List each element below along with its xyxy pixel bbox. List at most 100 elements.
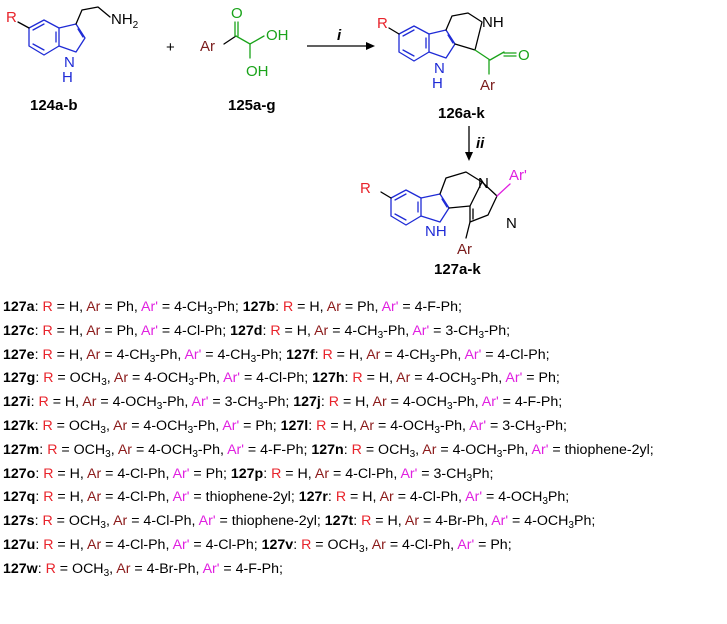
compound-id: 127u (3, 536, 36, 553)
substituent-text: = 4-OCH (436, 441, 497, 458)
substituent-text: = OCH (57, 441, 106, 458)
substituent-text: = H, (293, 299, 327, 315)
ar-symbol: Ar (366, 346, 381, 363)
r-symbol: R (43, 536, 54, 553)
substituent-text: : (308, 417, 317, 434)
r-symbol: R (316, 417, 327, 434)
indole-nh-label-127: NH (425, 223, 447, 240)
subscript: 3 (542, 496, 548, 508)
indole-h-label-124: H (62, 69, 73, 86)
substituent-text: = 4-Br-Ph, (130, 560, 203, 577)
substituent-text: = 4-F-Ph; (498, 394, 563, 411)
substituent-text: , (415, 441, 423, 458)
substituent-text: -Ph, (476, 370, 506, 387)
ar-symbol: Ar (87, 489, 102, 506)
subscript: 3 (250, 353, 257, 365)
compound-id: 127a (3, 299, 35, 315)
substituent-text: : (275, 299, 283, 315)
reaction-arrow-ii (465, 126, 473, 161)
ar-prime-symbol: Ar' (191, 394, 209, 411)
substituent-text: = 4-OCH (386, 394, 448, 411)
r-symbol: R (42, 299, 53, 315)
subscript: 3 (188, 377, 194, 389)
substituent-text: = OCH (311, 536, 360, 553)
substituent-text: = OCH (52, 513, 101, 530)
substituent-text: = H, (52, 322, 87, 339)
r-symbol: R (42, 322, 53, 339)
substituent-row: 127k: R = OCH3, Ar = 4-OCH3-Ph, Ar' = Ph… (3, 415, 725, 439)
r-symbol: R (43, 465, 54, 482)
ar-prime-symbol: Ar' (491, 513, 509, 530)
substituent-text: -Ph, (439, 417, 470, 434)
substituent-text: -Ph, (162, 394, 192, 411)
r-label-127: R (360, 180, 371, 197)
substituent-text: : (35, 536, 44, 553)
substituent-text: -Ph; (212, 299, 243, 315)
ar-prime-symbol: Ar' (531, 441, 549, 458)
ar-prime-symbol: Ar' (202, 560, 220, 577)
substituent-text: = 4-Cl-Ph; (189, 536, 262, 553)
substituent-text: = thiophene-2yl; (215, 513, 325, 530)
substituent-text: = 4-Cl-Ph, (101, 465, 173, 482)
ar-symbol: Ar (314, 465, 330, 482)
r-symbol: R (42, 346, 53, 363)
ar-prime-symbol: Ar' (464, 346, 482, 363)
substituent-text: = Ph; (474, 536, 512, 553)
substituent-text: : (344, 370, 353, 387)
r-symbol: R (282, 299, 294, 315)
substituent-text: = H, (52, 299, 87, 315)
compound-id: 127j (293, 394, 321, 411)
ar-prime-symbol: Ar' (172, 465, 190, 482)
substituent-text: = Ph; (239, 417, 281, 434)
subscript: 3 (568, 520, 574, 532)
substituent-text: : (320, 394, 329, 411)
substituent-text: -Ph; (263, 394, 294, 411)
subscript: 3 (535, 424, 541, 436)
substituent-row: 127a: R = H, Ar = Ph, Ar' = 4-CH3-Ph; 12… (3, 296, 725, 320)
substituent-text: = 4-Cl-Ph, (101, 489, 173, 506)
subscript: 3 (100, 520, 106, 532)
ar-prime-symbol: Ar' (381, 299, 399, 315)
ar-prime-symbol: Ar' (141, 299, 158, 315)
substituent-text: = H, (362, 370, 397, 387)
compound-id: 127s (3, 513, 35, 530)
substituent-text: Ph; (573, 513, 596, 530)
substituent-row: 127m: R = OCH3, Ar = 4-OCH3-Ph, Ar' = 4-… (3, 439, 725, 463)
substituent-row: 127q: R = H, Ar = 4-Cl-Ph, Ar' = thiophe… (3, 486, 725, 510)
ar-symbol: Ar (113, 417, 128, 434)
ar-prime-symbol: Ar' (222, 417, 240, 434)
reaction-scheme: R NH2 N H 124a-b + Ar O OH OH 125a-g i (6, 5, 530, 278)
r-symbol: R (351, 441, 362, 458)
ar-symbol: Ar (379, 489, 394, 506)
substituent-text: -Ph, (383, 322, 413, 339)
substituent-text: = H, (332, 346, 367, 363)
r-symbol: R (42, 513, 53, 530)
substituent-text: = 4-Cl-Ph, (385, 536, 458, 553)
substituent-text: : (37, 560, 46, 577)
r-symbol: R (38, 394, 49, 411)
compound-id: 127w (3, 560, 38, 577)
subscript: 3 (156, 401, 163, 413)
substituent-text: : (35, 465, 44, 482)
substituent-text: = 3-CH (208, 394, 258, 411)
substituent-text: = H, (53, 489, 87, 506)
substituent-text: -Ph, (197, 441, 228, 458)
nh2-label: NH2 (111, 11, 139, 31)
subscript: 3 (100, 424, 106, 436)
compound-id: 127l (280, 417, 309, 434)
ar-label-127: Ar (457, 241, 472, 258)
compound-label-124: 124a-b (30, 97, 78, 114)
substituent-text: = OCH (52, 417, 101, 434)
ar-symbol: Ar (87, 536, 102, 553)
r-symbol: R (47, 441, 58, 458)
substituent-text: -Ph, (452, 394, 482, 411)
subscript: 3 (359, 543, 365, 555)
substituent-text: Ph; (472, 465, 494, 482)
ar-label-126: Ar (480, 77, 495, 94)
substituent-text: -Ph, (193, 370, 224, 387)
ar-prime-symbol: Ar' (141, 322, 158, 339)
ar-prime-symbol: Ar' (481, 394, 499, 411)
substituent-text: , (105, 417, 114, 434)
substituent-text: : (34, 417, 43, 434)
ar-symbol: Ar (396, 370, 411, 387)
